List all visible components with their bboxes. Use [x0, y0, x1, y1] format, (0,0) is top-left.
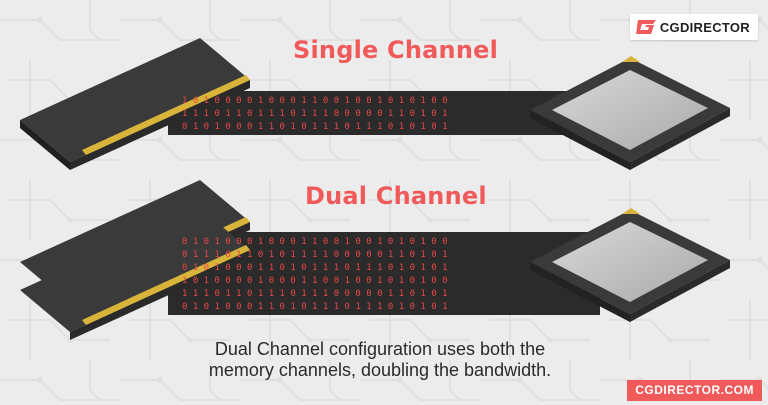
bit-row: 1 1 1 0 1 1 0 1 1 1 0 1 1 1 0 0 0 0 0 1 …: [182, 289, 448, 299]
footer-badge: CGDIRECTOR.COM: [627, 380, 762, 401]
ram-stick-single: [20, 38, 250, 170]
single-channel-bus: [168, 91, 600, 135]
caption-line-2: memory channels, doubling the bandwidth.: [208, 360, 552, 380]
cg-logo-icon: [635, 20, 656, 34]
cpu-single: [530, 56, 730, 170]
bit-row: 0 1 0 1 0 0 0 1 1 0 1 0 1 1 1 0 1 1 1 0 …: [182, 302, 448, 312]
dual-channel-title: Dual Channel: [305, 182, 487, 210]
logo-text: CGDIRECTOR: [659, 19, 750, 35]
bit-row: 1 1 1 0 1 1 0 1 1 1 0 1 1 1 0 0 0 0 0 1 …: [182, 109, 448, 119]
bit-row: 1 0 1 0 0 0 0 1 0 0 0 1 1 0 0 1 0 0 1 0 …: [182, 276, 448, 286]
bit-row: 1 0 1 0 0 0 0 1 0 0 0 1 1 0 0 1 0 0 1 0 …: [182, 96, 448, 106]
single-channel-bits: 1 0 1 0 0 0 0 1 0 0 0 1 1 0 0 1 0 0 1 0 …: [182, 96, 448, 132]
bit-row: 0 1 1 1 0 1 1 0 1 0 1 1 1 1 0 0 0 0 0 1 …: [182, 250, 448, 260]
dual-channel-bits: 0 1 0 1 0 0 0 1 0 0 0 1 1 0 0 1 0 0 1 0 …: [182, 237, 448, 312]
cpu-dual: [530, 208, 730, 322]
cgdirector-logo: CGDIRECTOR: [629, 14, 758, 40]
bit-row: 0 1 0 1 0 0 0 1 1 0 1 0 1 1 1 0 1 1 1 0 …: [182, 263, 448, 273]
bit-row: 0 1 0 1 0 0 0 1 0 0 0 1 1 0 0 1 0 0 1 0 …: [182, 237, 448, 247]
single-channel-title: Single Channel: [293, 36, 499, 64]
dual-channel-bus: [168, 232, 600, 315]
caption-line-1: Dual Channel configuration uses both the: [214, 339, 546, 359]
ram-stick-dual-bottom: [20, 208, 250, 340]
bit-row: 0 1 0 1 0 0 0 1 1 0 1 0 1 1 1 0 1 1 1 0 …: [182, 122, 448, 132]
